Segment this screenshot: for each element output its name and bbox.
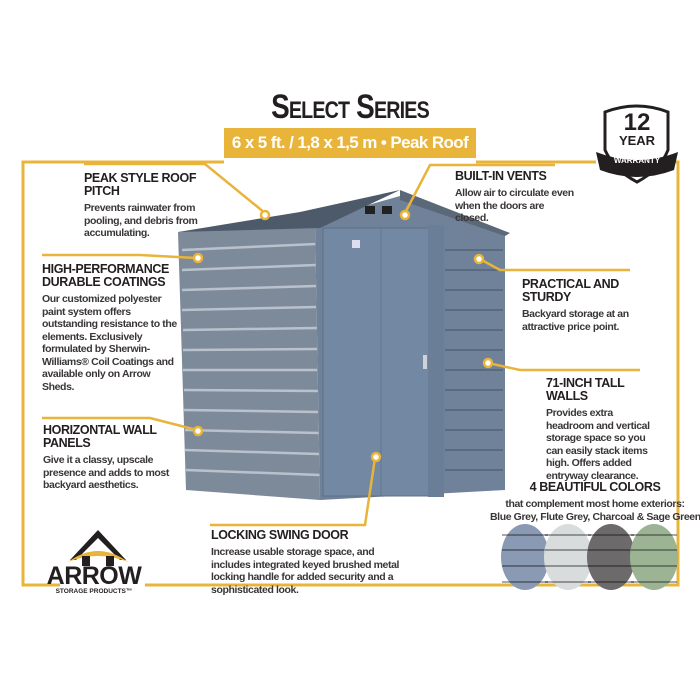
feature-text: Allow air to circulate even when the doo…: [455, 187, 574, 224]
feature-coatings: HIGH-PERFORMANCE DURABLE COATINGS Our cu…: [42, 263, 182, 393]
feature-swing-door: LOCKING SWING DOOR Increase usable stora…: [211, 529, 411, 596]
swatch-charcoal: [587, 524, 635, 590]
badge-line1: LIMITED: [625, 150, 649, 156]
badge-number: 12: [623, 109, 651, 136]
callout-lines: [42, 162, 640, 527]
feature-roof-pitch: PEAK STYLE ROOF PITCH Prevents rainwater…: [84, 172, 234, 240]
colors-line1: that complement most home exteriors:: [505, 498, 685, 510]
swatch-flute-grey: [544, 524, 592, 590]
feature-vents: BUILT-IN VENTS Allow air to circulate ev…: [455, 170, 575, 225]
badge-line2: WARRANTY: [613, 156, 661, 165]
arrow-logo-icon: [68, 530, 128, 566]
warranty-badge: 12 YEAR LIMITED WARRANTY: [600, 109, 674, 166]
callout-dots: [192, 209, 494, 463]
vent-left: [365, 206, 375, 214]
feature-title: HIGH-PERFORMANCE DURABLE COATINGS: [42, 262, 169, 289]
feature-text: Our customized polyester paint system of…: [42, 293, 177, 393]
color-swatches: [501, 524, 678, 590]
feature-title: HORIZONTAL WALL PANELS: [43, 423, 157, 450]
badge-year: YEAR: [618, 133, 656, 148]
arrow-logo: ARROW STORAGE PRODUCTS™: [38, 562, 150, 596]
feature-title: PEAK STYLE ROOF PITCH: [84, 171, 197, 198]
logo-brand: ARROW: [46, 562, 142, 590]
feature-text: Backyard storage at an attractive price …: [522, 308, 629, 333]
page-title: Select Series: [271, 88, 430, 126]
swatch-sage-green: [630, 524, 678, 590]
feature-wall-panels: HORIZONTAL WALL PANELS Give it a classy,…: [43, 424, 173, 492]
feature-title: LOCKING SWING DOOR: [211, 528, 349, 542]
feature-tall-walls: 71-INCH TALL WALLS Provides extra headro…: [546, 377, 661, 482]
warranty-badge-icon: [596, 104, 678, 184]
door-handle: [423, 355, 427, 369]
shed-image: [178, 190, 510, 500]
colors-title: 4 BEAUTIFUL COLORS: [529, 480, 661, 494]
feature-text: Provides extra headroom and vertical sto…: [546, 407, 650, 482]
subtitle-banner: 6 x 5 ft. / 1,8 x 1,5 m • Peak Roof: [224, 128, 476, 158]
feature-text: Increase usable storage space, and inclu…: [211, 546, 400, 596]
swatch-blue-grey: [501, 524, 549, 590]
colors-line2: Blue Grey, Flute Grey, Charcoal & Sage G…: [490, 510, 700, 523]
feature-title: 71-INCH TALL WALLS: [546, 376, 625, 403]
feature-title: PRACTICAL AND STURDY: [522, 277, 619, 304]
feature-text: Prevents rainwater from pooling, and deb…: [84, 202, 198, 239]
feature-title: BUILT-IN VENTS: [455, 169, 547, 183]
vent-right: [382, 206, 392, 214]
feature-text: Give it a classy, upscale presence and a…: [43, 454, 169, 491]
colors-section: 4 BEAUTIFUL COLORS that complement most …: [490, 481, 700, 523]
feature-practical: PRACTICAL AND STURDY Backyard storage at…: [522, 278, 642, 333]
logo-tagline: STORAGE PRODUCTS™: [55, 588, 133, 595]
